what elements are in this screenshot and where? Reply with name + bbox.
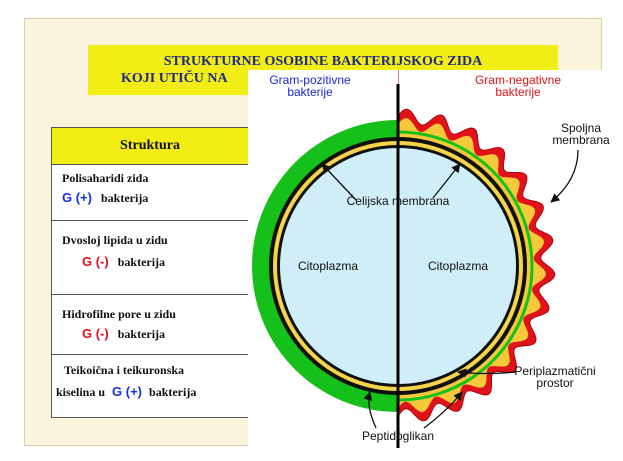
gram-negative-label: G (-) [82, 326, 109, 341]
table-row: Dvosloj lipida u zidu G (-) bakterija [52, 221, 248, 295]
cell-wall-diagram: Gram-pozitivne bakterije Gram-negativne … [248, 70, 622, 448]
table-header: Struktura [52, 128, 248, 165]
table-row: Hidrofilne pore u zidu G (-) bakterija [52, 295, 248, 355]
gram-negative-heading-2: bakterije [495, 85, 541, 99]
outer-membrane-label-2: membrana [552, 133, 610, 147]
row-suffix: bakterija [101, 191, 148, 205]
peptidoglycan-label: Peptidoglikan [362, 429, 434, 443]
row-suffix: bakterija [149, 385, 196, 399]
periplasmic-label-2: prostor [536, 376, 573, 390]
cell-wall-svg: Gram-pozitivne bakterije Gram-negativne … [248, 70, 622, 448]
row-text: kiselina u [56, 385, 105, 399]
row-g-line: G (-) bakterija [62, 254, 248, 270]
row-g-line: G (+) bakterija [62, 190, 248, 206]
row-text: Dvosloj lipida u zidu [62, 233, 248, 248]
structure-table: Struktura Polisaharidi zida G (+) bakter… [51, 127, 249, 418]
gram-negative-label: G (-) [82, 254, 109, 269]
table-row: Polisaharidi zida G (+) bakterija [52, 165, 248, 221]
row-text: Hidrofilne pore u zidu [62, 307, 248, 322]
row-g-line: G (-) bakterija [62, 326, 248, 342]
title-line-1: STRUKTURNE OSOBINE BAKTERIJSKOG ZIDA [88, 53, 558, 70]
row-text: Teikoična i teikuronska [56, 363, 248, 378]
cell-membrane-label: Ćelijska membrana [347, 193, 450, 208]
cytoplasm-left-label: Citoplazma [298, 259, 358, 273]
row-suffix: bakterija [118, 327, 165, 341]
arrow-outer-membrane [551, 150, 578, 202]
gram-positive-label: G (+) [112, 384, 142, 399]
table-row: Teikoična i teikuronska kiselina u G (+)… [52, 355, 248, 417]
row-text: Polisaharidi zida [62, 171, 248, 186]
cytoplasm-right-label: Citoplazma [428, 259, 488, 273]
gram-positive-label: G (+) [62, 190, 92, 205]
row-suffix: bakterija [118, 255, 165, 269]
gram-positive-heading-2: bakterije [287, 85, 333, 99]
row-g-line: kiselina u G (+) bakterija [56, 384, 248, 400]
